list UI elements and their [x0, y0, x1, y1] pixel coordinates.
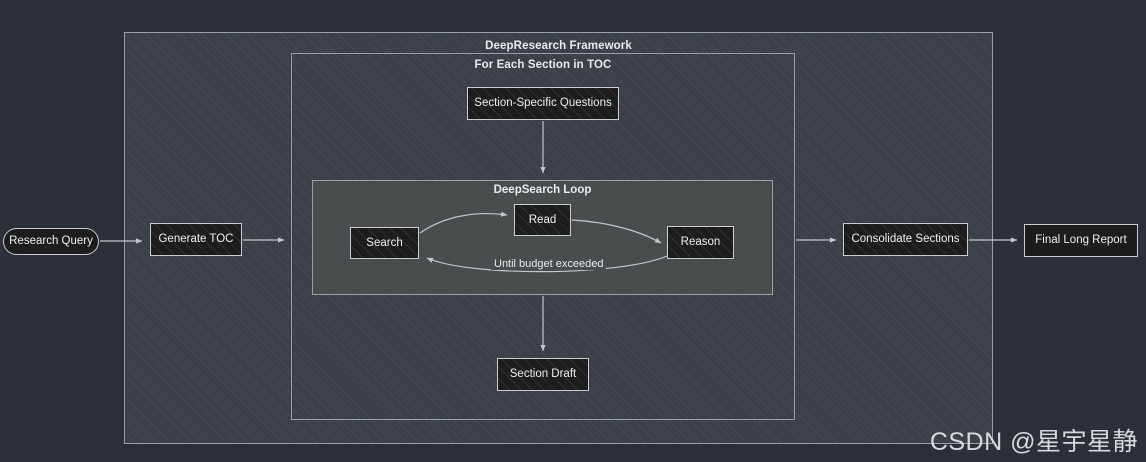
node-final-long-report[interactable]: Final Long Report [1024, 224, 1138, 257]
node-label-section-specific-questions: Section-Specific Questions [474, 97, 612, 110]
node-label-section-draft: Section Draft [509, 368, 577, 381]
node-label-consolidate-sections: Consolidate Sections [851, 233, 960, 246]
edge-label-until-budget-exceeded: Until budget exceeded [491, 258, 607, 270]
node-label-read: Read [528, 213, 557, 226]
subgraph-title-for-each-section-in-toc: For Each Section in TOC [474, 59, 612, 71]
node-label-reason: Reason [680, 236, 721, 249]
node-generate-toc[interactable]: Generate TOC [150, 223, 242, 256]
watermark: CSDN @星宇星静 [929, 428, 1138, 456]
node-label-research-query: Research Query [9, 235, 93, 248]
subgraph-title-deepsearch-loop: DeepSearch Loop [493, 184, 592, 196]
node-label-search: Search [366, 236, 403, 249]
subgraph-title-deepresearch-framework: DeepResearch Framework [485, 40, 632, 52]
node-reason[interactable]: Reason [667, 226, 734, 259]
node-consolidate-sections[interactable]: Consolidate Sections [843, 223, 968, 256]
node-section-draft[interactable]: Section Draft [497, 358, 589, 391]
node-section-specific-questions[interactable]: Section-Specific Questions [467, 87, 619, 120]
node-search[interactable]: Search [350, 227, 419, 259]
node-research-query[interactable]: Research Query [3, 228, 99, 255]
node-label-final-long-report: Final Long Report [1035, 234, 1127, 247]
node-read[interactable]: Read [514, 204, 571, 236]
node-label-generate-toc: Generate TOC [158, 233, 234, 246]
